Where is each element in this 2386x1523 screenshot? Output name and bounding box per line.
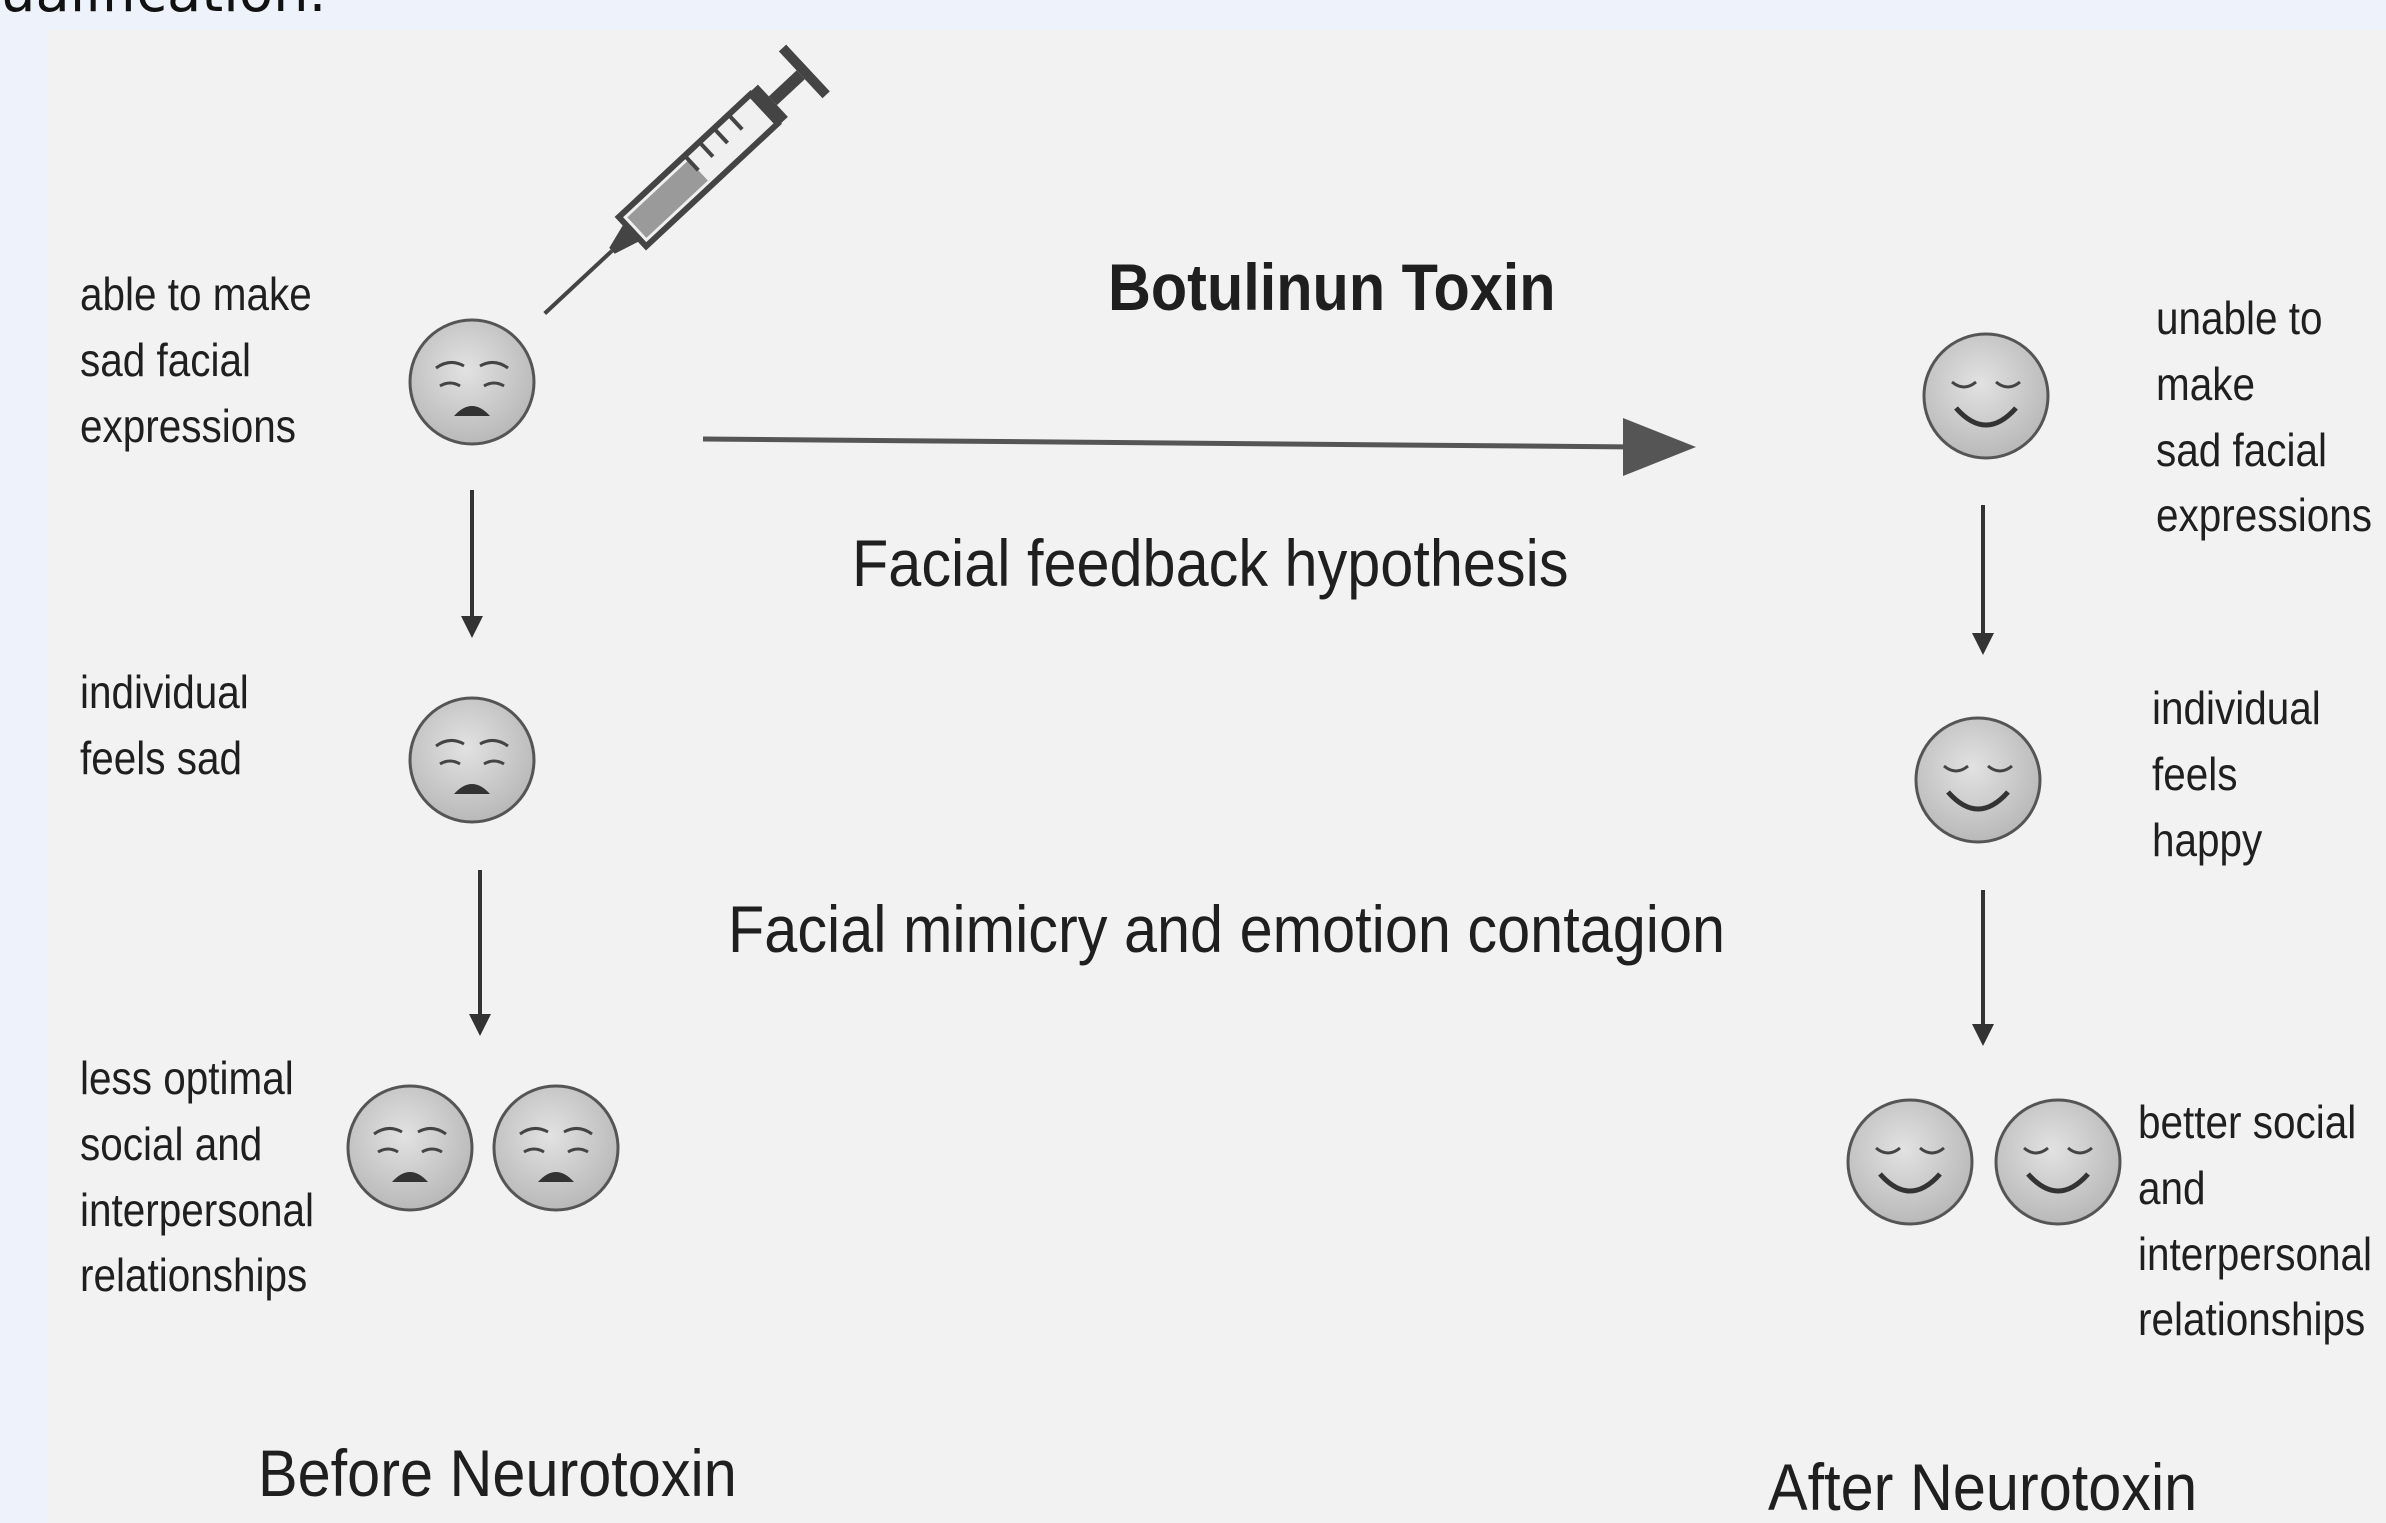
after-step-2: individual feels happy	[2152, 676, 2358, 873]
after-arrow-1	[1972, 505, 1994, 655]
sad-face-icon-3	[348, 1086, 472, 1210]
happy-face-icon-3	[1848, 1100, 1972, 1224]
drug-label: Botulinun Toxin	[1108, 248, 1556, 327]
cropped-heading-text: ualification.	[0, 0, 326, 25]
hypothesis-label: Facial feedback hypothesis	[852, 524, 1569, 603]
happy-face-icon-4	[1996, 1100, 2120, 1224]
before-step-3: less optimal social and interpersonal re…	[80, 1046, 314, 1309]
before-arrow-1	[461, 490, 483, 638]
happy-face-icon-2	[1916, 718, 2040, 842]
syringe-icon	[523, 45, 830, 337]
page-header-strip: ualification.	[0, 0, 2386, 30]
after-step-3: better social and interpersonal relation…	[2138, 1090, 2372, 1353]
before-title: Before Neurotoxin	[258, 1434, 737, 1513]
main-arrow	[703, 418, 1696, 476]
contagion-label: Facial mimicry and emotion contagion	[728, 890, 1725, 969]
before-arrow-2	[469, 870, 491, 1036]
sad-face-icon-2	[410, 698, 534, 822]
after-title: After Neurotoxin	[1768, 1448, 2197, 1523]
after-arrow-2	[1972, 890, 1994, 1046]
sad-face-icon-4	[494, 1086, 618, 1210]
after-step-1: unable to make sad facial expressions	[2156, 286, 2372, 549]
before-step-1: able to make sad facial expressions	[80, 262, 312, 459]
diagram-scan: Botulinun Toxin Facial feedback hypothes…	[48, 30, 2386, 1523]
happy-face-icon-1	[1924, 334, 2048, 458]
sad-face-icon-1	[410, 320, 534, 444]
before-step-2: individual feels sad	[80, 660, 249, 792]
